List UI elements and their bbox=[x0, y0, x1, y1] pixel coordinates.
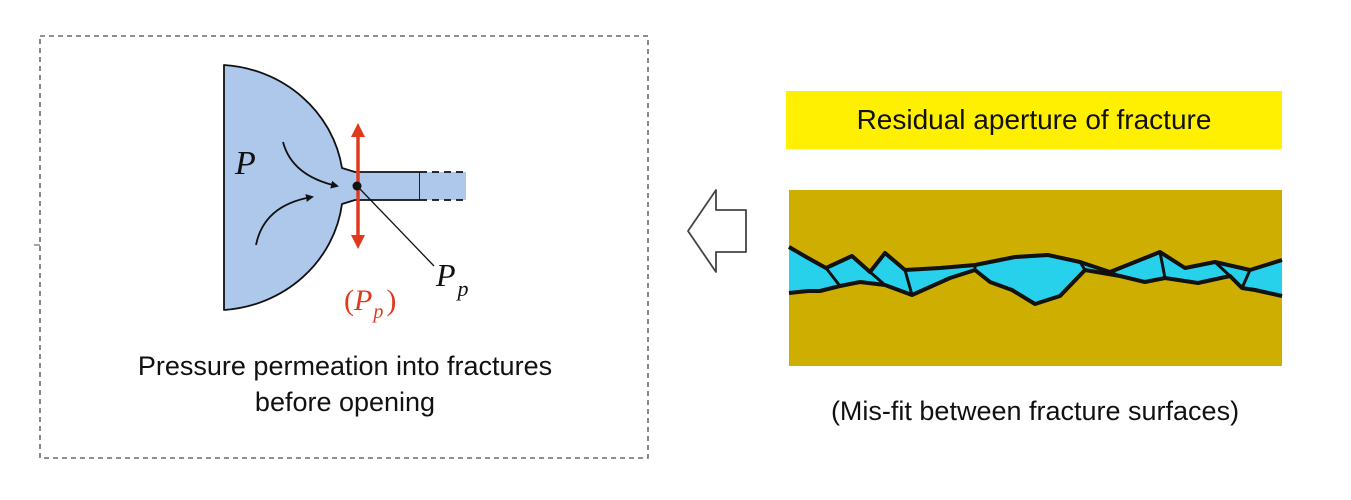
left-panel-caption: Pressure permeation into fractures befor… bbox=[40, 348, 650, 420]
residual-aperture-title: Residual aperture of fracture bbox=[856, 104, 1212, 135]
fracture-extension bbox=[420, 172, 466, 200]
hollow-arrow-left bbox=[687, 189, 747, 273]
label-pp-main: P bbox=[435, 257, 456, 293]
pp-leader-line bbox=[359, 188, 435, 267]
label-pp: Pp bbox=[435, 257, 469, 301]
label-pp-red-main: P bbox=[353, 284, 372, 317]
label-pp-sub: p bbox=[456, 276, 469, 301]
fracture-gap-fill bbox=[789, 247, 1282, 304]
left-caption-line1: Pressure permeation into fractures bbox=[137, 351, 553, 381]
fracture-contact-lines bbox=[824, 251, 1252, 296]
flow-arrow-lower bbox=[255, 194, 314, 246]
label-p: P bbox=[234, 145, 256, 182]
label-pp-red-open: ( bbox=[344, 284, 354, 317]
misfit-caption: (Mis-fit between fracture surfaces) bbox=[830, 396, 1240, 426]
label-pp-red-close: ) bbox=[386, 284, 396, 317]
fracture-upper-surface bbox=[787, 245, 1283, 274]
fracture-tip-point bbox=[352, 181, 362, 191]
label-pp-red: (Pp) bbox=[344, 284, 396, 323]
pressurized-fluid-region bbox=[223, 64, 421, 311]
flow-arrow-upper bbox=[282, 141, 339, 189]
label-pp-red-sub: p bbox=[371, 301, 383, 323]
fracture-lower-surface bbox=[788, 268, 1283, 306]
left-caption-line2: before opening bbox=[254, 387, 436, 417]
left-panel-frame bbox=[39, 35, 649, 459]
residual-aperture-label-bg bbox=[786, 91, 1282, 149]
